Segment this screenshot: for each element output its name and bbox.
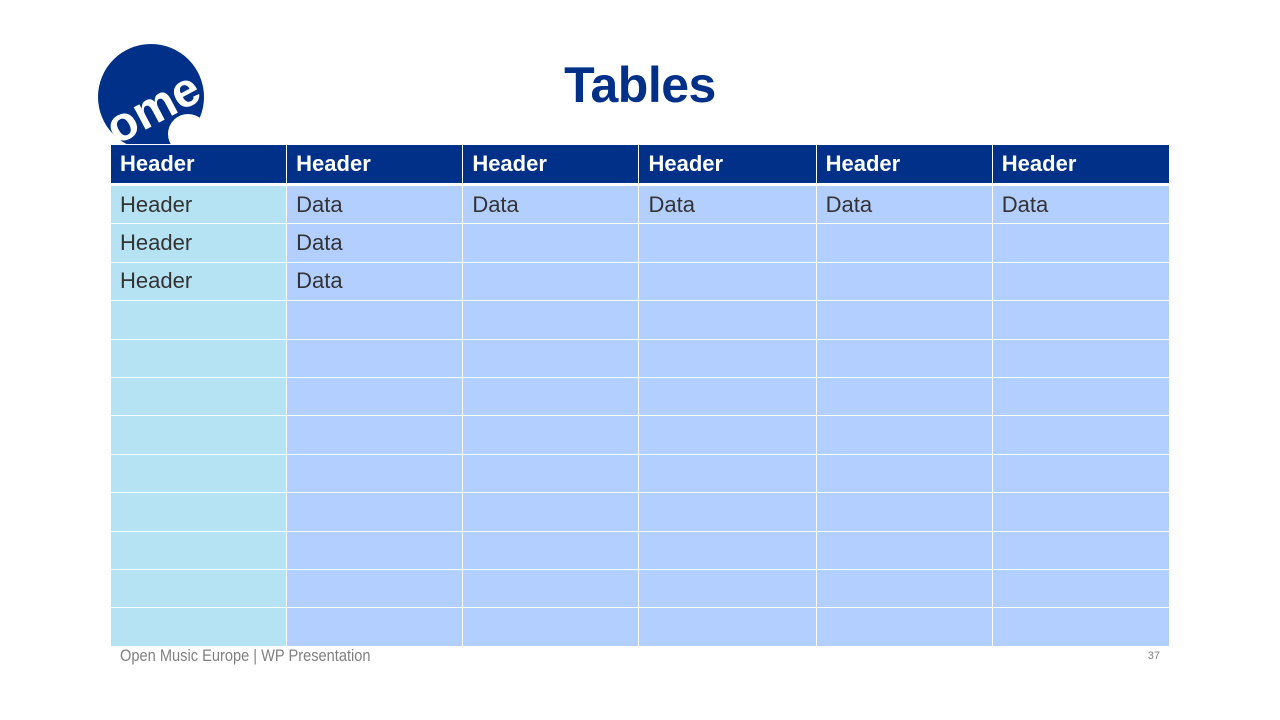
column-header: Header <box>286 144 464 186</box>
table-cell <box>815 492 993 532</box>
table-cell <box>638 415 817 455</box>
table-cell <box>991 492 1171 532</box>
table-row <box>109 453 1171 494</box>
column-header: Header <box>991 144 1171 186</box>
row-header-cell <box>109 492 288 532</box>
table-cell <box>286 338 464 378</box>
table-cell <box>991 376 1171 417</box>
table-cell <box>815 376 993 417</box>
table-cell <box>815 223 993 263</box>
table-cell <box>286 607 464 647</box>
table-cell <box>462 530 640 570</box>
table-cell <box>462 223 640 263</box>
table-row <box>109 376 1171 417</box>
row-header-cell <box>109 607 288 647</box>
ome-logo-mark: ome <box>97 44 206 144</box>
slide-title: Tables <box>564 57 716 113</box>
ome-logo: ome <box>96 42 206 147</box>
table-cell <box>991 415 1171 455</box>
table-row <box>109 300 1171 340</box>
row-header-cell: Header <box>109 183 288 225</box>
table-cell <box>462 415 640 455</box>
table-row <box>109 530 1171 570</box>
table-cell: Data <box>815 183 993 225</box>
table-cell <box>991 223 1171 263</box>
table-row: Header Data <box>109 261 1171 302</box>
table-cell: Data <box>286 261 464 302</box>
table-cell <box>462 261 640 302</box>
table-cell <box>286 530 464 570</box>
page-number: 37 <box>1147 650 1160 662</box>
table-row <box>109 415 1171 455</box>
row-header-cell <box>109 453 288 494</box>
table-row <box>109 568 1171 609</box>
table-cell <box>991 453 1171 494</box>
data-table: Header Header Header Header Header Heade… <box>109 144 1171 647</box>
table-cell <box>991 568 1171 609</box>
column-header: Header <box>462 144 640 186</box>
table-row <box>109 338 1171 378</box>
table-cell <box>815 415 993 455</box>
table-cell <box>638 453 817 494</box>
table-cell <box>815 453 993 494</box>
table-cell <box>815 261 993 302</box>
table-cell <box>638 376 817 417</box>
table-cell <box>638 261 817 302</box>
table-cell <box>462 338 640 378</box>
table-cell <box>462 300 640 340</box>
column-header: Header <box>638 144 817 186</box>
table-cell <box>286 568 464 609</box>
table-cell <box>286 415 464 455</box>
table-cell <box>638 300 817 340</box>
table-cell <box>638 530 817 570</box>
table-cell <box>286 492 464 532</box>
row-header-cell <box>109 300 288 340</box>
column-header: Header <box>109 144 288 186</box>
table-cell <box>638 568 817 609</box>
table-cell <box>991 530 1171 570</box>
row-header-cell <box>109 376 288 417</box>
table-cell: Data <box>991 183 1171 225</box>
table-cell <box>638 223 817 263</box>
table-cell <box>991 607 1171 647</box>
table-cell: Data <box>638 183 817 225</box>
table-row: Header Data <box>109 223 1171 263</box>
table-cell <box>991 300 1171 340</box>
table-cell <box>462 453 640 494</box>
table-cell <box>462 376 640 417</box>
table-row: Header Data Data Data Data Data <box>109 183 1171 225</box>
table-cell <box>462 607 640 647</box>
table-cell: Data <box>462 183 640 225</box>
row-header-cell <box>109 568 288 609</box>
table-cell <box>286 300 464 340</box>
table-row <box>109 492 1171 532</box>
slide-footer: Open Music Europe | WP Presentation <box>120 646 371 665</box>
table-cell <box>286 453 464 494</box>
table-cell: Data <box>286 223 464 263</box>
table-cell <box>462 492 640 532</box>
table-cell <box>638 492 817 532</box>
table-cell <box>815 530 993 570</box>
table-cell <box>286 376 464 417</box>
table-cell <box>991 261 1171 302</box>
table-cell <box>462 568 640 609</box>
row-header-cell <box>109 530 288 570</box>
table-header-row: Header Header Header Header Header Heade… <box>109 144 1171 186</box>
table-cell <box>815 300 993 340</box>
column-header: Header <box>815 144 993 186</box>
table-cell <box>815 607 993 647</box>
table-cell <box>638 338 817 378</box>
table-cell: Data <box>286 183 464 225</box>
table-cell <box>815 568 993 609</box>
row-header-cell: Header <box>109 223 288 263</box>
row-header-cell <box>109 338 288 378</box>
row-header-cell: Header <box>109 261 288 302</box>
table-cell <box>638 607 817 647</box>
table-row <box>109 607 1171 647</box>
table-cell <box>991 338 1171 378</box>
row-header-cell <box>109 415 288 455</box>
table-cell <box>815 338 993 378</box>
